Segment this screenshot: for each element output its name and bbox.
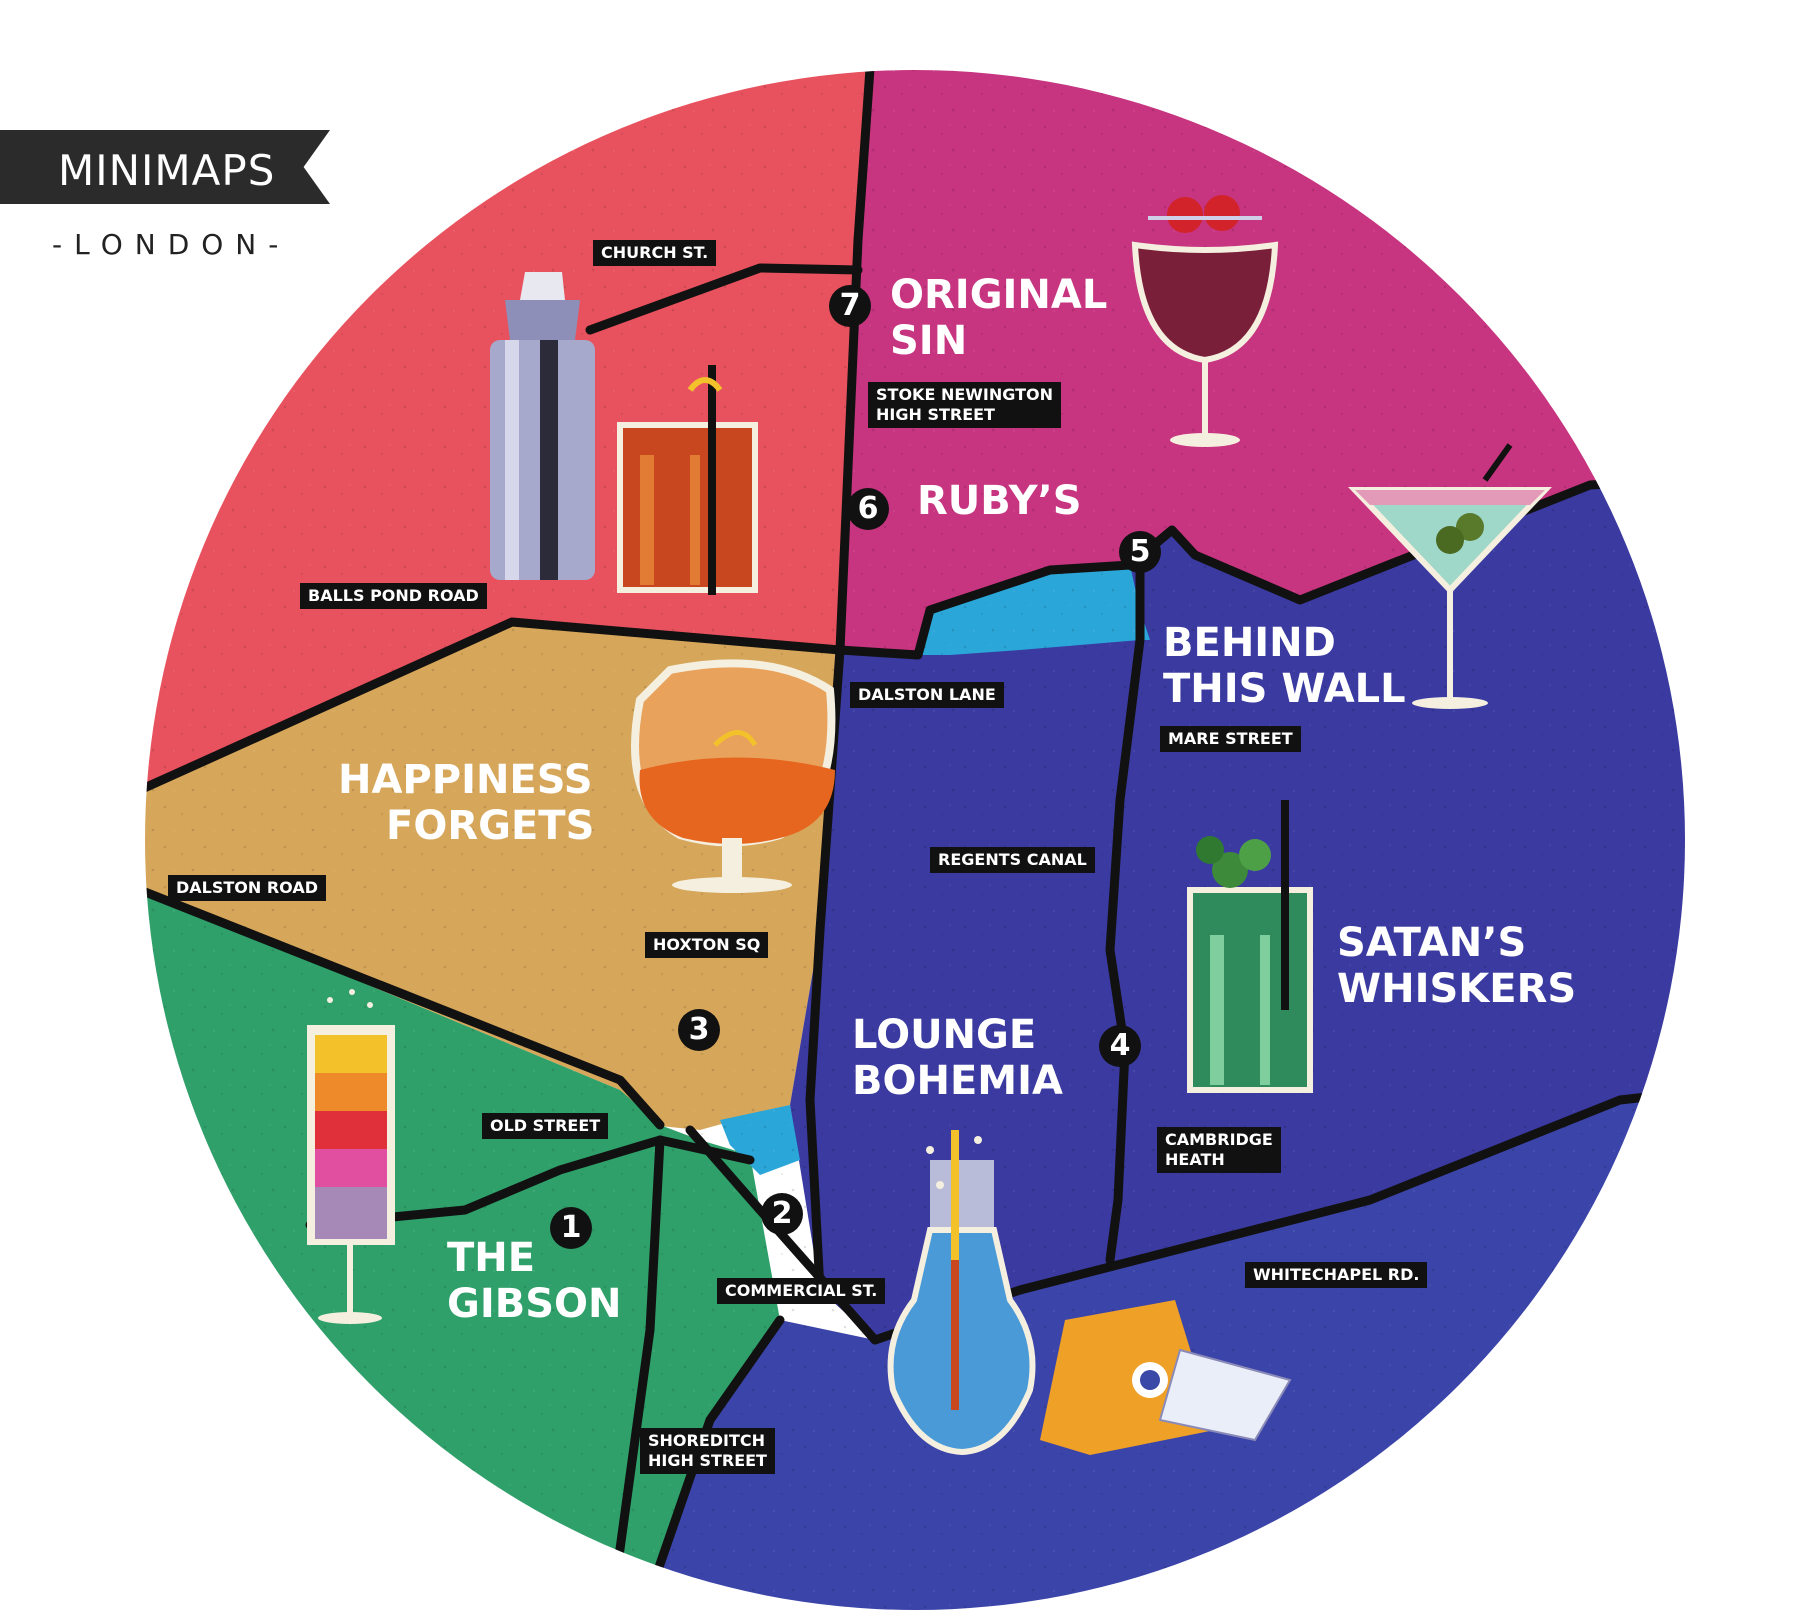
venue-name-line: BEHIND [1163, 620, 1336, 666]
street-label-commercial-st: COMMERCIAL ST. [717, 1278, 886, 1304]
street-label-whitechapel-rd: WHITECHAPEL RD. [1245, 1262, 1428, 1288]
venue-name-line: FORGETS [386, 803, 595, 849]
venue-satans-whiskers: SATAN’S WHISKERS [1337, 920, 1576, 1012]
brand-subtitle: -LONDON- [52, 228, 291, 261]
marker-3[interactable]: 3 [678, 1009, 720, 1051]
street-label-hoxton-sq: HOXTON SQ [645, 932, 769, 958]
venue-original-sin: ORIGINAL SIN [890, 272, 1107, 364]
venue-name-line: LOUNGE [852, 1012, 1037, 1058]
venue-name-line: GIBSON [447, 1281, 622, 1327]
coupe-glass-icon [1131, 195, 1279, 447]
marker-6[interactable]: 6 [847, 488, 889, 530]
street-label-dalston-lane: DALSTON LANE [850, 682, 1004, 708]
old-fashioned-glass-icon [617, 365, 758, 595]
street-label-cambridge-heath: CAMBRIDGE HEATH [1157, 1127, 1281, 1173]
street-label-shoreditch-high-street: SHOREDITCH HIGH STREET [640, 1428, 775, 1474]
street-label-line: HEATH [1165, 1150, 1225, 1169]
champagne-flute-icon [307, 989, 395, 1324]
passport-icon [1040, 1300, 1292, 1455]
venue-the-gibson: THE GIBSON [447, 1235, 622, 1327]
street-label-stoke-newington: STOKE NEWINGTON HIGH STREET [868, 382, 1062, 428]
street-label-regents-canal: REGENTS CANAL [930, 847, 1095, 873]
brand-banner [0, 130, 330, 204]
brand-title: MINIMAPS [58, 146, 276, 195]
marker-2[interactable]: 2 [761, 1193, 803, 1235]
venue-rubys: RUBY’S [917, 478, 1082, 524]
venue-name-line: THIS WALL [1163, 666, 1406, 712]
venue-lounge-bohemia: LOUNGE BOHEMIA [852, 1012, 1063, 1104]
marker-4[interactable]: 4 [1099, 1025, 1141, 1067]
marker-7[interactable]: 7 [829, 285, 871, 327]
brandy-snifter-icon [631, 659, 836, 893]
venue-behind-this-wall: BEHIND THIS WALL [1163, 620, 1406, 712]
street-label-line: SHOREDITCH [648, 1431, 766, 1450]
street-label-line: STOKE NEWINGTON [876, 385, 1054, 404]
venue-name-line: ORIGINAL [890, 272, 1108, 318]
venue-name-line: HAPPINESS [338, 757, 593, 803]
street-label-line: HIGH STREET [876, 405, 995, 424]
street-label-old-street: OLD STREET [482, 1113, 609, 1139]
street-label-line: CAMBRIDGE [1165, 1130, 1273, 1149]
cocktail-shaker-icon [490, 272, 595, 580]
venue-name-line: SATAN’S [1337, 920, 1527, 966]
venue-happiness-forgets: HAPPINESS FORGETS [338, 757, 594, 849]
marker-1[interactable]: 1 [550, 1207, 592, 1249]
street-label-balls-pond-road: BALLS POND ROAD [300, 583, 487, 609]
lightbulb-drink-icon [887, 1130, 1036, 1456]
street-label-mare-street: MARE STREET [1160, 726, 1301, 752]
street-label-church-st: CHURCH ST. [593, 240, 717, 266]
martini-glass-icon [1348, 443, 1552, 709]
venue-name-line: SIN [890, 318, 968, 364]
venue-name-line: THE [447, 1235, 536, 1281]
street-label-line: HIGH STREET [648, 1451, 767, 1470]
highball-mojito-icon [1187, 800, 1313, 1093]
marker-5[interactable]: 5 [1119, 531, 1161, 573]
venue-name-line: WHISKERS [1337, 966, 1577, 1012]
street-label-dalston-road: DALSTON ROAD [168, 875, 327, 901]
venue-name-line: BOHEMIA [852, 1058, 1063, 1104]
